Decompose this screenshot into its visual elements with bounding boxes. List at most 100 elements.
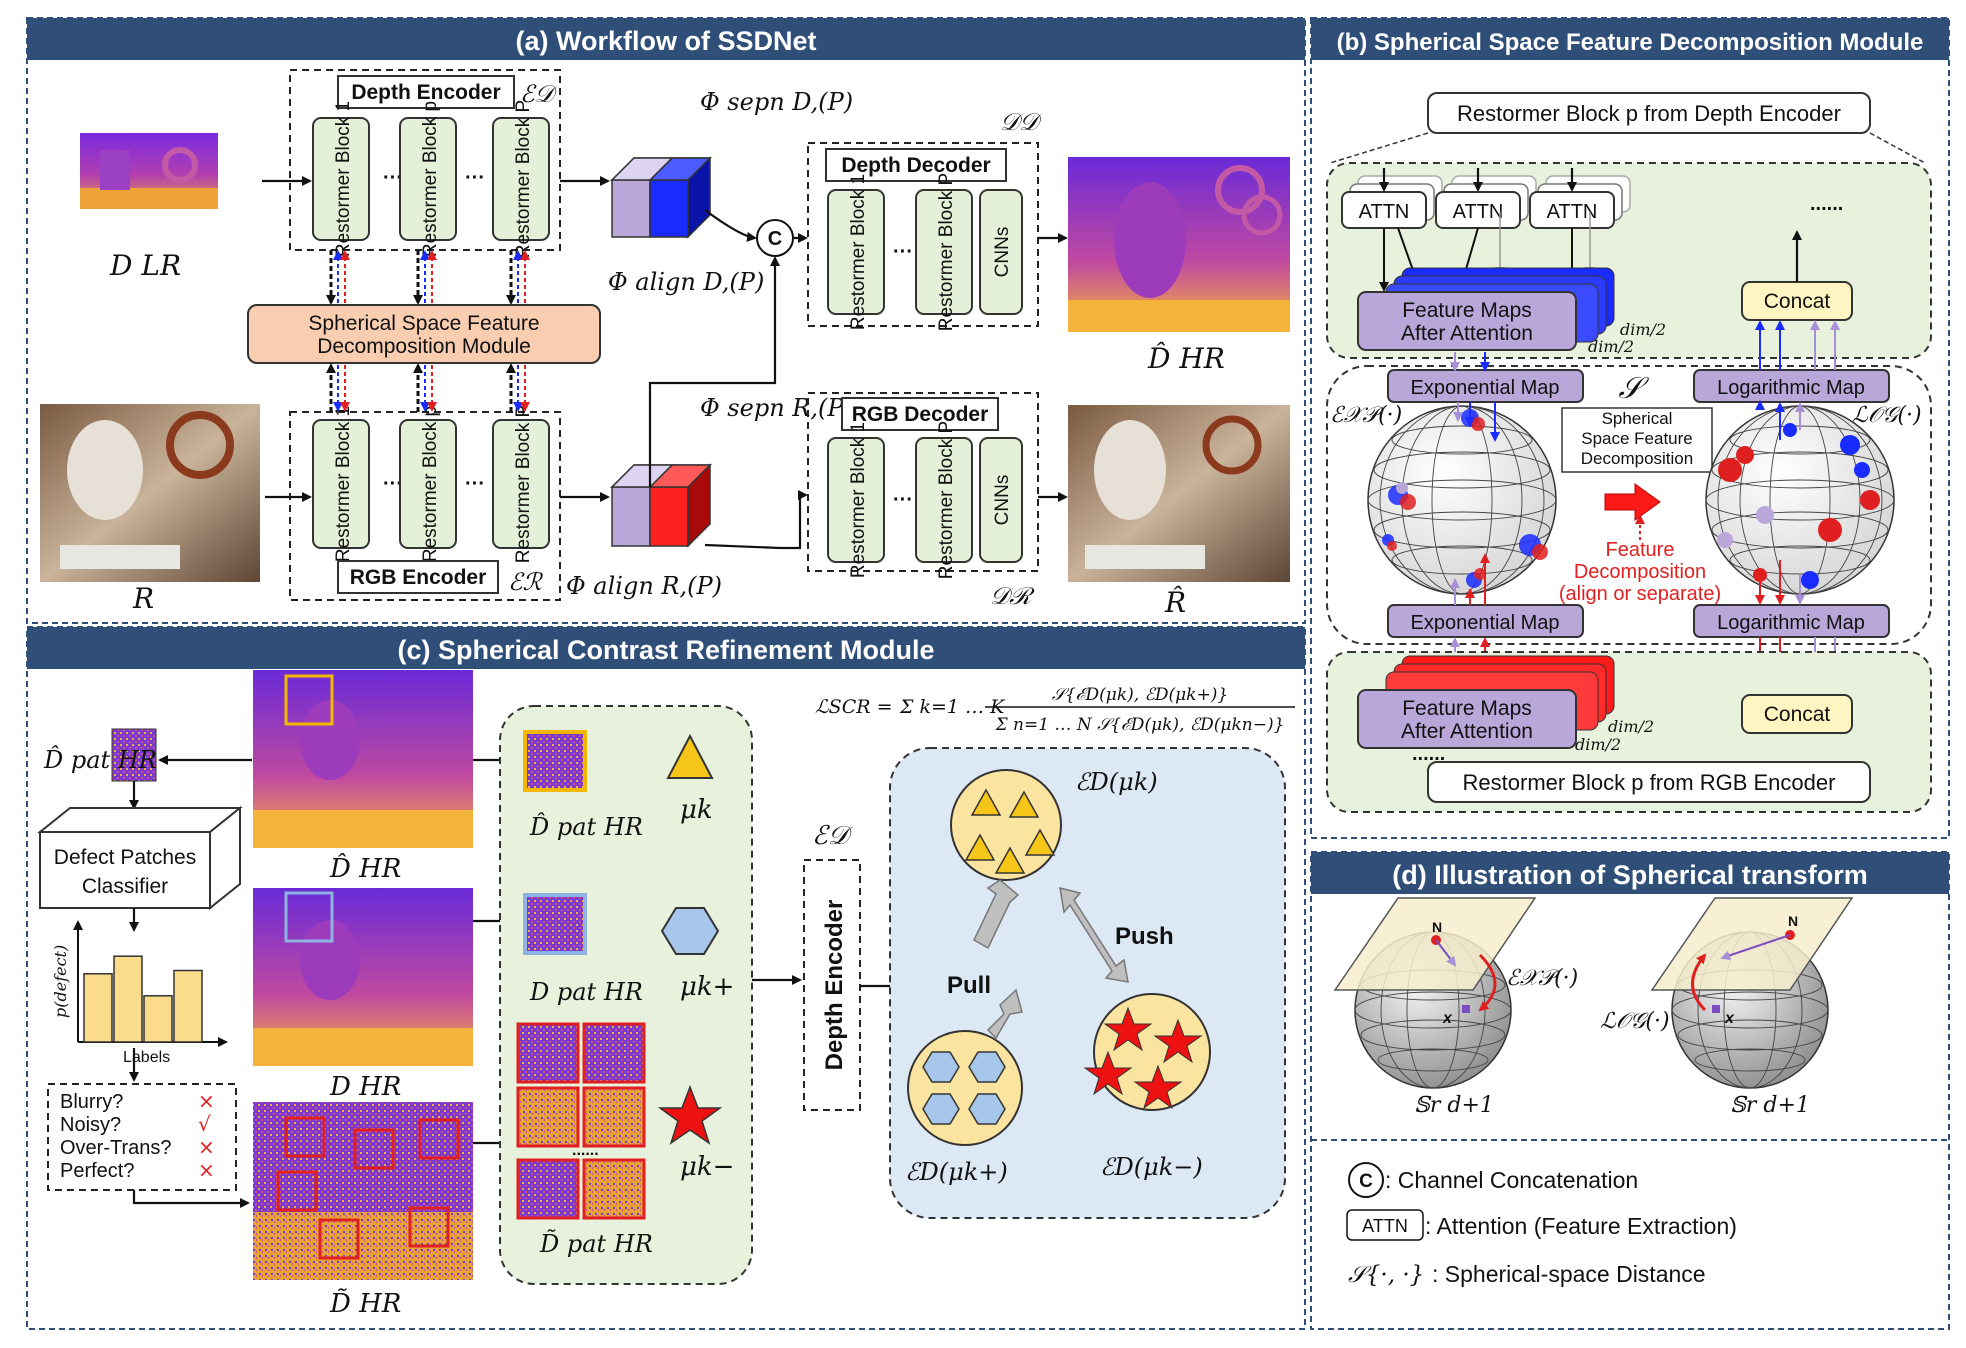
rgb-decoder-cnns: CNNs bbox=[979, 437, 1023, 563]
tangent-sphere-right bbox=[1650, 897, 1854, 1089]
concat-bottom-label: Concat bbox=[1764, 703, 1831, 726]
svg-text:Restormer Block P: Restormer Block P bbox=[513, 100, 534, 258]
depth-encoder-label: Depth Encoder bbox=[351, 81, 500, 104]
depth-decoder-label: Depth Decoder bbox=[841, 154, 990, 177]
panel-b-title: (b) Spherical Space Feature Decompositio… bbox=[1337, 29, 1924, 56]
d-tilde-hr-label: D̃ HR bbox=[329, 1288, 401, 1319]
svg-text:After Attention: After Attention bbox=[1401, 720, 1533, 743]
legend-concat-symbol: C bbox=[1359, 1171, 1373, 1192]
sphere-space-frame bbox=[1326, 365, 1932, 645]
ellipsis: ··· bbox=[893, 489, 913, 511]
defect-check-list bbox=[47, 1083, 237, 1191]
dots-bottom: ...... bbox=[1412, 743, 1445, 765]
fd-line2: Decomposition bbox=[1574, 561, 1706, 583]
ssd-box bbox=[1561, 407, 1713, 473]
svg-text:Restormer Block P: Restormer Block P bbox=[936, 173, 957, 331]
rgb-encoder-label-box bbox=[337, 560, 499, 594]
e-mu-k-plus-label: ℰD(μk+) bbox=[905, 1158, 1008, 1186]
ssd-line3: Decomposition bbox=[1581, 449, 1693, 468]
attn-stack-2: ATTN bbox=[1435, 175, 1537, 229]
depth-decoder-symbol: 𝒟𝒟 bbox=[1000, 108, 1043, 136]
exp-symbol: ℰ𝒳𝒫(·) bbox=[1330, 403, 1402, 428]
d-hat-pat-label: D̂ pat HR bbox=[43, 746, 157, 774]
rgb-decoder-block-P: Restormer Block P bbox=[915, 421, 973, 579]
svg-text:Restormer Block P: Restormer Block P bbox=[513, 405, 534, 563]
anchor-patch bbox=[523, 730, 587, 792]
rgb-encoder-symbol: ℰℛ bbox=[508, 568, 544, 596]
depth-decoder-label-box bbox=[825, 148, 1007, 182]
attn-input-arrows bbox=[1379, 168, 1595, 292]
arrow-r-to-concat bbox=[648, 256, 780, 487]
ssfd-line1: Spherical Space Feature bbox=[308, 312, 539, 335]
negative-patches: ...... bbox=[516, 1022, 646, 1220]
svg-text:ATTN: ATTN bbox=[1359, 201, 1410, 223]
bottom-source-label: Restormer Block p from RGB Encoder bbox=[1463, 770, 1836, 795]
check-item-label: Blurry? bbox=[60, 1091, 123, 1113]
svg-text:Restormer Block 1: Restormer Block 1 bbox=[848, 174, 869, 330]
mu-k-plus-hexagon bbox=[660, 907, 720, 955]
anchor-patch-label: D̂ pat HR bbox=[529, 813, 643, 841]
zoom-line-right bbox=[1869, 132, 1926, 164]
depth-decoder-block-P: Restormer Block P bbox=[915, 173, 973, 331]
pull-arrow-bottom bbox=[986, 988, 1023, 1040]
panel-b-header bbox=[1311, 18, 1949, 60]
push-label: Push bbox=[1115, 923, 1174, 950]
rgb-decoder-symbol: 𝒟ℛ bbox=[990, 582, 1035, 610]
concat-bottom-box bbox=[1741, 694, 1853, 734]
panel-a-title: (a) Workflow of SSDNet bbox=[515, 26, 816, 56]
svg-text:Feature Maps: Feature Maps bbox=[1402, 697, 1532, 720]
phi-align-d: Φ align D,(P) bbox=[608, 268, 764, 296]
dim2-label: dim/2 bbox=[1608, 717, 1654, 736]
north-label: N bbox=[1788, 913, 1798, 929]
exp-log-arrows bbox=[1450, 400, 1805, 605]
svg-text:Restormer Block p: Restormer Block p bbox=[420, 406, 441, 562]
depth-encoder-block-P: Restormer Block P bbox=[492, 100, 550, 258]
attn-stack-3: ATTN bbox=[1529, 175, 1631, 229]
hist-ylabel: p(defect) bbox=[51, 945, 70, 1018]
d-lr-label: D LR bbox=[109, 249, 181, 282]
hist-bar bbox=[113, 955, 143, 1043]
svg-text:CNNs: CNNs bbox=[992, 227, 1013, 278]
svg-text:Restormer Block 1: Restormer Block 1 bbox=[333, 101, 354, 257]
svg-text:Restormer Block P: Restormer Block P bbox=[936, 421, 957, 579]
d-hat-pat-thumb bbox=[111, 728, 157, 782]
d-hr-hat-label: D̂ HR bbox=[1147, 342, 1225, 375]
depth-decoder-frame bbox=[807, 142, 1039, 327]
ssd-line1: Spherical bbox=[1602, 409, 1673, 428]
exp-label: ℰ𝒳𝒫(·) bbox=[1506, 966, 1578, 991]
depth-decoder-block-1: Restormer Block 1 bbox=[827, 174, 885, 330]
defect-classifier: Defect Patches Classifier bbox=[37, 805, 243, 911]
legend-attn-text: : Attention (Feature Extraction) bbox=[1425, 1213, 1737, 1239]
negative-stars bbox=[1083, 1006, 1203, 1110]
pull-arrow-top bbox=[973, 879, 1020, 950]
svg-text:Defect Patches: Defect Patches bbox=[54, 846, 196, 869]
decomposition-arrow bbox=[1604, 483, 1661, 521]
panel-d-frame bbox=[1310, 851, 1950, 1330]
mu-k-minus-label: μk− bbox=[680, 1152, 734, 1182]
phi-align-r: Φ align R,(P) bbox=[566, 572, 722, 600]
arrow-d-to-concat bbox=[704, 209, 757, 242]
log-map-top-box bbox=[1693, 369, 1890, 403]
fd-line3: (align or separate) bbox=[1559, 583, 1721, 605]
panel-b-frame bbox=[1310, 17, 1950, 839]
svg-text:ATTN: ATTN bbox=[1453, 201, 1504, 223]
e-mu-k-label: ℰD(μk) bbox=[1075, 768, 1158, 796]
check-item-mark: √ bbox=[198, 1112, 211, 1136]
log-label: ℒ𝒪𝒢(·) bbox=[1600, 1009, 1670, 1034]
check-item-mark: × bbox=[198, 1158, 215, 1182]
top-source-label: Restormer Block p from Depth Encoder bbox=[1457, 101, 1841, 126]
attn-stack-1: ATTN bbox=[1341, 175, 1443, 229]
hist-bar bbox=[143, 995, 173, 1043]
svg-text:ATTN: ATTN bbox=[1547, 201, 1598, 223]
depth-hr-output-image bbox=[1068, 157, 1290, 332]
svg-text:𝒮{ℰD(μk), ℰD(μk+)}: 𝒮{ℰD(μk), ℰD(μk+)} bbox=[1052, 685, 1228, 705]
sphere-label-left: 𝕊r d+1 bbox=[1414, 1093, 1494, 1118]
panel-c-header bbox=[27, 627, 1305, 669]
rgb-decoder-label-box bbox=[841, 397, 999, 431]
hist-bar bbox=[83, 973, 113, 1043]
hist-bar bbox=[173, 969, 203, 1043]
check-item-label: Over-Trans? bbox=[60, 1137, 172, 1159]
positive-cluster bbox=[907, 1030, 1023, 1146]
arrow-checks-to-noisy bbox=[132, 1190, 250, 1208]
rgb-encoder-block-P: Restormer Block P bbox=[492, 405, 550, 563]
